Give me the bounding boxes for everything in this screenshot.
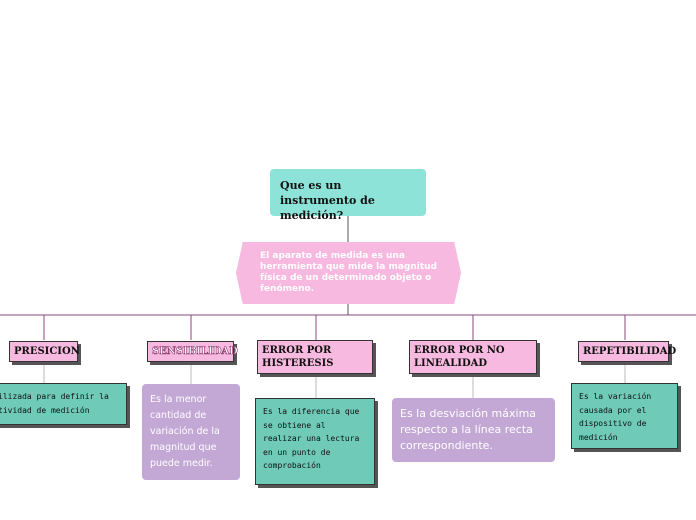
branch-desc-error-histeresis[interactable]: Es la diferencia que se obtiene al reali… xyxy=(255,398,375,485)
branch-label-presicion[interactable]: PRESICION xyxy=(9,341,80,362)
root-node[interactable]: Que es un instrumento de medición? xyxy=(270,169,426,222)
branch-desc-error-no-linealidad[interactable]: Es la desviación máxima respecto a la lí… xyxy=(392,398,555,462)
branch-desc-presicion[interactable]: ilizada para definir la tividad de medic… xyxy=(0,383,127,425)
branch-label-sensibilidad[interactable]: SENSIBILIDAD xyxy=(147,341,238,362)
branch-label-error-histeresis[interactable]: ERROR POR HISTERESIS xyxy=(257,340,373,374)
branch-label-error-no-linealidad[interactable]: ERROR POR NO LINEALIDAD xyxy=(409,340,537,374)
branch-desc-sensibilidad[interactable]: Es la menor cantidad de variación de la … xyxy=(142,384,240,480)
branch-desc-repetibilidad[interactable]: Es la variación causada por el dispositi… xyxy=(571,383,678,449)
branch-label-repetibilidad[interactable]: REPETIBILIDAD xyxy=(578,341,676,362)
definition-node[interactable]: El aparato de medida es una herramienta … xyxy=(236,242,461,304)
